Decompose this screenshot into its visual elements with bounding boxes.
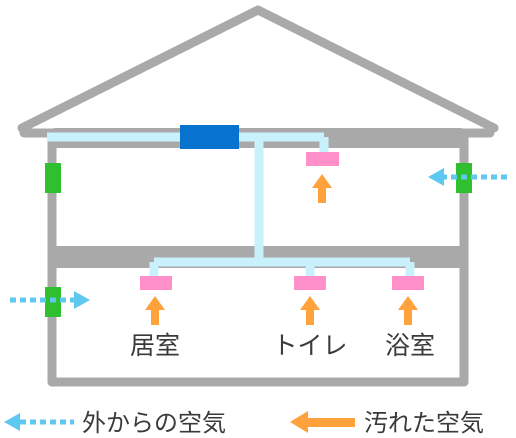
exhaust-grille-living — [140, 276, 172, 290]
exhaust-grilles — [140, 152, 424, 290]
solid-left-arrow-icon — [290, 411, 308, 433]
dotted-left-arrow-icon — [4, 413, 20, 431]
dirty-air-arrow-toilet — [300, 296, 320, 325]
exhaust-grille-toilet — [294, 276, 326, 290]
room-label-living: 居室 — [130, 331, 180, 360]
outside-air-arrow-left-wall — [10, 291, 90, 309]
outside-air-arrows — [10, 168, 507, 309]
dirty-air-arrows — [145, 174, 418, 325]
ventilation-fan-unit — [180, 125, 239, 149]
legend-outside-air-label: 外からの空気 — [82, 409, 226, 437]
outside-air-arrow-right-wall — [428, 168, 507, 186]
legend-outside-air: 外からの空気 — [4, 409, 226, 437]
intake-vent-upper-left — [45, 163, 61, 193]
roof — [17, 5, 499, 133]
legend-dirty-air: 汚れた空気 — [290, 409, 484, 437]
dotted-right-arrow-icon — [74, 291, 90, 309]
exhaust-grille-bath — [392, 276, 424, 290]
room-label-bath: 浴室 — [385, 331, 435, 360]
dirty-air-arrow-living — [145, 296, 165, 325]
room-label-toilet: トイレ — [272, 331, 347, 360]
legend-dirty-air-label: 汚れた空気 — [364, 409, 484, 437]
exhaust-grille-upper — [306, 152, 339, 166]
dotted-left-arrow-icon — [428, 168, 444, 186]
legend: 外からの空気 汚れた空気 — [4, 409, 484, 437]
dirty-air-arrow-bath — [398, 296, 418, 325]
dirty-air-arrow-upper — [312, 174, 332, 203]
